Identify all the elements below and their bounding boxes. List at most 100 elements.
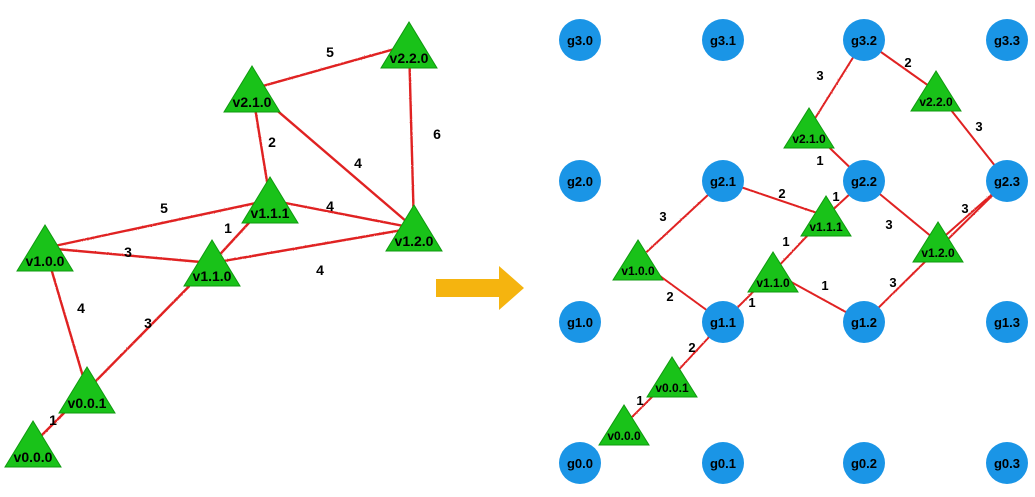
triangle-node-icon xyxy=(612,239,664,281)
grid-node-label: g1.2 xyxy=(851,315,877,330)
triangle-node-icon xyxy=(783,107,835,149)
link-weight-label: 3 xyxy=(885,217,892,232)
link-weight-label: 2 xyxy=(778,186,785,201)
node-label: v1.1.0 xyxy=(193,268,232,284)
placed-node-p1-0-0: v1.0.0 xyxy=(612,239,664,281)
triangle-node-icon xyxy=(183,239,241,287)
node-label: v1.2.0 xyxy=(395,233,434,249)
triangle-node-icon xyxy=(385,204,443,252)
virtual-edge xyxy=(269,198,415,230)
virtual-node-v2-1-0: v2.1.0 xyxy=(223,65,281,113)
edge-weight-label: 3 xyxy=(124,244,132,260)
node-label: v1.1.1 xyxy=(251,205,290,221)
node-label: v1.1.1 xyxy=(809,220,843,234)
circle-node-icon xyxy=(986,160,1028,202)
grid-graph-edges xyxy=(578,38,1009,465)
edge-weight-label: 1 xyxy=(224,220,232,236)
placed-node-p1-2-0: v1.2.0 xyxy=(912,221,964,263)
edge-weight-label: 2 xyxy=(268,134,276,150)
node-label: v2.1.0 xyxy=(233,94,272,110)
node-label: v2.2.0 xyxy=(390,50,429,66)
link-weight-label: 3 xyxy=(961,201,968,216)
virtual-node-v0-0-1: v0.0.1 xyxy=(58,366,116,414)
virtual-node-v0-0-0: v0.0.0 xyxy=(4,420,62,468)
grid-node-label: g3.2 xyxy=(851,33,877,48)
link-weight-label: 1 xyxy=(821,278,828,293)
node-label: v2.2.0 xyxy=(919,95,953,109)
node-label: v0.0.1 xyxy=(68,395,107,411)
mapping-arrow xyxy=(436,266,524,310)
link-weight-label: 3 xyxy=(889,275,896,290)
grid-node-g1-0: g1.0 xyxy=(559,301,601,343)
circle-node-icon xyxy=(843,301,885,343)
edge-weight-label: 6 xyxy=(433,126,441,142)
edge-weight-label: 1 xyxy=(49,412,57,428)
placed-node-p1-1-1: v1.1.1 xyxy=(800,195,852,237)
right-arrow-icon xyxy=(436,266,524,310)
node-label: v1.1.0 xyxy=(756,276,790,290)
grid-node-g0-3: g0.3 xyxy=(986,442,1028,484)
virtual-node-v1-0-0: v1.0.0 xyxy=(16,224,74,272)
virtual-node-v1-2-0: v1.2.0 xyxy=(385,204,443,252)
grid-node-g3-0: g3.0 xyxy=(559,19,601,61)
link-weight-label: 2 xyxy=(904,55,911,70)
virtual-node-v2-2-0: v2.2.0 xyxy=(380,21,438,69)
circle-node-icon xyxy=(702,301,744,343)
placed-node-p0-0-1: v0.0.1 xyxy=(646,356,698,398)
grid-node-label: g0.2 xyxy=(851,456,877,471)
virtual-edge xyxy=(44,198,271,250)
grid-node-label: g3.3 xyxy=(994,33,1020,48)
grid-node-label: g3.0 xyxy=(567,33,593,48)
link-weight-label: 1 xyxy=(748,295,755,310)
virtual-node-v1-1-0: v1.1.0 xyxy=(183,239,241,287)
grid-node-label: g1.1 xyxy=(710,315,736,330)
link-weight-label: 3 xyxy=(816,68,823,83)
triangle-node-icon xyxy=(223,65,281,113)
placed-node-p1-1-0: v1.1.0 xyxy=(747,251,799,293)
grid-node-label: g3.1 xyxy=(710,33,736,48)
node-label: v0.0.1 xyxy=(655,381,689,395)
grid-node-label: g1.0 xyxy=(567,315,593,330)
grid-node-label: g0.3 xyxy=(994,456,1020,471)
grid-node-label: g2.3 xyxy=(994,174,1020,189)
circle-node-icon xyxy=(559,160,601,202)
link-weight-label: 1 xyxy=(816,153,823,168)
link-weight-label: 2 xyxy=(666,289,673,304)
circle-node-icon xyxy=(702,19,744,61)
grid-node-g1-1: g1.1 xyxy=(702,301,744,343)
circle-node-icon xyxy=(986,301,1028,343)
grid-node-g3-3: g3.3 xyxy=(986,19,1028,61)
circle-node-icon xyxy=(702,442,744,484)
circle-node-icon xyxy=(986,19,1028,61)
virtual-edge xyxy=(407,44,416,229)
circle-node-icon xyxy=(559,442,601,484)
circle-node-icon xyxy=(702,160,744,202)
triangle-node-icon xyxy=(912,221,964,263)
node-label: v0.0.0 xyxy=(607,429,641,443)
circle-node-icon xyxy=(559,19,601,61)
grid-node-g0-2: g0.2 xyxy=(843,442,885,484)
link-weight-label: 1 xyxy=(636,393,643,408)
link-weight-label: 2 xyxy=(688,340,695,355)
triangle-node-icon xyxy=(646,356,698,398)
triangle-node-icon xyxy=(800,195,852,237)
triangle-node-icon xyxy=(16,224,74,272)
grid-node-g3-2: g3.2 xyxy=(843,19,885,61)
edge-weight-label: 4 xyxy=(326,198,334,214)
grid-node-label: g0.0 xyxy=(567,456,593,471)
grid-node-g2-1: g2.1 xyxy=(702,160,744,202)
circle-node-icon xyxy=(986,442,1028,484)
grid-node-label: g1.3 xyxy=(994,315,1020,330)
link-weight-label: 3 xyxy=(659,209,666,224)
grid-node-g1-3: g1.3 xyxy=(986,301,1028,343)
circle-node-icon xyxy=(843,442,885,484)
grid-node-g2-3: g2.3 xyxy=(986,160,1028,202)
triangle-node-icon xyxy=(910,70,962,112)
grid-node-g2-2: g2.2 xyxy=(843,160,885,202)
triangle-node-icon xyxy=(58,366,116,414)
grid-node-g0-1: g0.1 xyxy=(702,442,744,484)
edge-weight-label: 3 xyxy=(144,315,152,331)
